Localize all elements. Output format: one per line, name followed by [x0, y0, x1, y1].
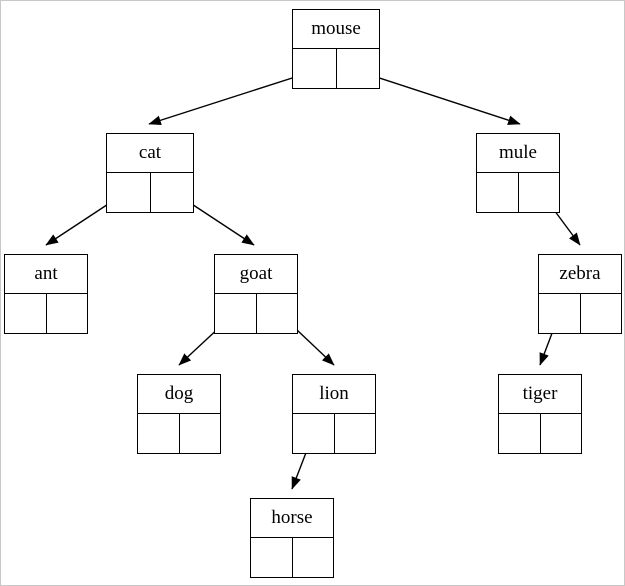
right-pointer-cell[interactable] [180, 414, 221, 453]
left-pointer-cell[interactable] [477, 173, 519, 212]
node-pointer-cells [499, 414, 581, 453]
node-pointer-cells [293, 49, 379, 88]
tree-node-tiger[interactable]: tiger [498, 374, 582, 454]
left-pointer-cell[interactable] [215, 294, 257, 333]
node-pointer-cells [251, 538, 333, 577]
right-pointer-cell[interactable] [519, 173, 560, 212]
right-pointer-cell[interactable] [335, 414, 376, 453]
tree-node-horse[interactable]: horse [250, 498, 334, 578]
tree-node-goat[interactable]: goat [214, 254, 298, 334]
right-pointer-cell[interactable] [151, 173, 194, 212]
edge-mouse-to-cat [148, 70, 315, 126]
node-label: horse [251, 499, 333, 538]
node-label: tiger [499, 375, 581, 414]
tree-node-mule[interactable]: mule [476, 133, 560, 213]
node-label: mule [477, 134, 559, 173]
right-pointer-cell[interactable] [257, 294, 298, 333]
tree-node-cat[interactable]: cat [106, 133, 194, 213]
node-label: dog [138, 375, 220, 414]
right-pointer-cell[interactable] [293, 538, 334, 577]
left-pointer-cell[interactable] [539, 294, 581, 333]
node-pointer-cells [215, 294, 297, 333]
left-pointer-cell[interactable] [5, 294, 47, 333]
node-pointer-cells [5, 294, 87, 333]
node-pointer-cells [477, 173, 559, 212]
node-label: cat [107, 134, 193, 173]
left-pointer-cell[interactable] [138, 414, 180, 453]
right-pointer-cell[interactable] [337, 49, 380, 88]
left-pointer-cell[interactable] [293, 414, 335, 453]
node-pointer-cells [107, 173, 193, 212]
right-pointer-cell[interactable] [47, 294, 88, 333]
node-pointer-cells [138, 414, 220, 453]
node-label: lion [293, 375, 375, 414]
right-pointer-cell[interactable] [581, 294, 622, 333]
node-pointer-cells [539, 294, 621, 333]
tree-node-lion[interactable]: lion [292, 374, 376, 454]
tree-node-mouse[interactable]: mouse [292, 9, 380, 89]
tree-node-dog[interactable]: dog [137, 374, 221, 454]
edge-mouse-to-mule [357, 70, 521, 125]
node-pointer-cells [293, 414, 375, 453]
left-pointer-cell[interactable] [251, 538, 293, 577]
node-label: mouse [293, 10, 379, 49]
tree-node-zebra[interactable]: zebra [538, 254, 622, 334]
left-pointer-cell[interactable] [499, 414, 541, 453]
left-pointer-cell[interactable] [107, 173, 151, 212]
left-pointer-cell[interactable] [293, 49, 337, 88]
node-label: zebra [539, 255, 621, 294]
node-label: goat [215, 255, 297, 294]
tree-node-ant[interactable]: ant [4, 254, 88, 334]
right-pointer-cell[interactable] [541, 414, 582, 453]
node-label: ant [5, 255, 87, 294]
